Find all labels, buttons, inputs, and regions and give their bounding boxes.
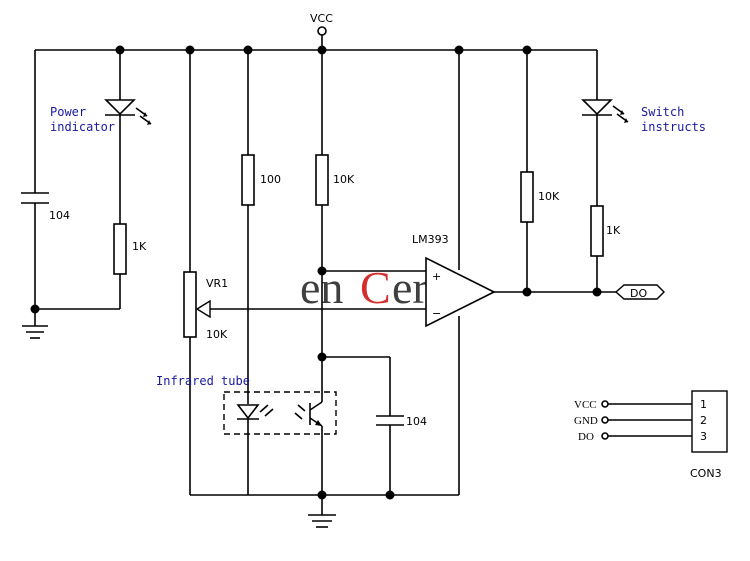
phototransistor: [294, 357, 323, 495]
c2-value: 104: [406, 415, 427, 428]
switch-label-1: Switch: [641, 105, 684, 119]
pin-label-2: GND: [574, 415, 598, 427]
connector-name: CON3: [690, 467, 722, 480]
output-tag-label: DO: [630, 287, 647, 300]
power-led: Power indicator: [50, 50, 152, 224]
resistor-100: 100: [241, 50, 281, 404]
plus-input-label: +: [432, 270, 441, 283]
pin-number-1: 1: [700, 398, 707, 411]
pin-label-3: DO: [578, 431, 594, 443]
r-1k-right-value: 1K: [606, 224, 621, 237]
c1-value: 104: [49, 209, 70, 222]
resistor-10k-right: 10K: [520, 50, 560, 292]
ground-symbol-left: [22, 309, 48, 339]
comparator-label: LM393: [412, 233, 449, 246]
r-10k-right-value: 10K: [538, 190, 560, 203]
comparator-lm393: LM393 + −: [412, 50, 597, 495]
ir-led: [236, 404, 274, 495]
watermark-text-3: er: [392, 262, 428, 313]
power-label-1: Power: [50, 105, 86, 119]
capacitor-c1: 104: [21, 50, 70, 309]
output-tag-do: DO: [597, 284, 665, 300]
connector-pin-3: DO 3: [578, 430, 707, 443]
vcc-terminal: VCC: [310, 12, 333, 50]
pin-number-2: 2: [700, 414, 707, 427]
resistor-10k-center: 10K: [315, 50, 426, 357]
connector-pin-2: GND 2: [574, 414, 707, 427]
r-10k-center-value: 10K: [333, 173, 355, 186]
infrared-tube-label: Infrared tube: [156, 374, 250, 388]
r-100-value: 100: [260, 173, 281, 186]
connector-pin-1: VCC 1: [574, 398, 707, 411]
vr1-value: 10K: [206, 328, 228, 341]
pin-label-1: VCC: [574, 399, 597, 411]
capacitor-c2: 104: [322, 356, 427, 495]
r-power-value: 1K: [132, 240, 147, 253]
vr1-name: VR1: [206, 277, 228, 290]
minus-input-label: −: [432, 307, 441, 320]
power-label-2: indicator: [50, 120, 115, 134]
watermark-text-2: C: [360, 262, 391, 313]
resistor-1k-right: 1K: [590, 205, 621, 292]
vcc-label: VCC: [310, 12, 333, 25]
connector-con3: CON3 VCC 1 GND 2 DO 3: [574, 390, 728, 480]
infrared-tube-outline: Infrared tube: [156, 374, 337, 435]
switch-label-2: instructs: [641, 120, 706, 134]
resistor-power-1k: 1K: [35, 223, 147, 310]
switch-led: Switch instructs: [581, 50, 706, 206]
pin-number-3: 3: [700, 430, 707, 443]
bottom-rail: [190, 494, 459, 528]
potentiometer-vr1: VR1 10K: [183, 50, 426, 495]
